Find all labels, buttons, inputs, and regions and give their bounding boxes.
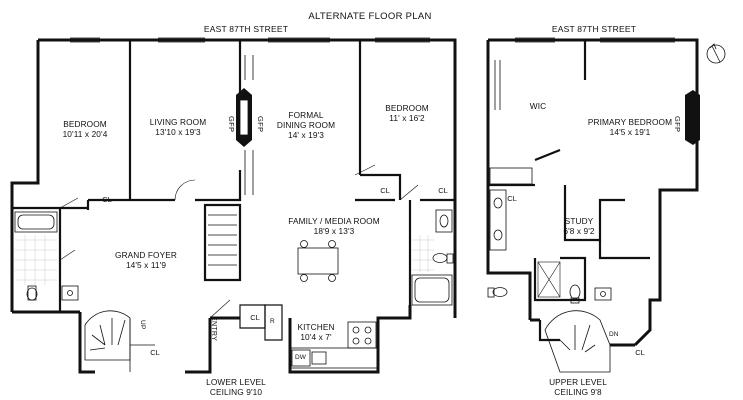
bathtub-icon bbox=[489, 167, 533, 185]
bathtub-icon bbox=[411, 274, 453, 306]
stair-up-label: UP bbox=[139, 320, 146, 330]
bath-tile-grid bbox=[15, 235, 57, 285]
street-label-left: EAST 87TH STREET bbox=[203, 24, 289, 34]
shower-icon bbox=[537, 261, 561, 298]
dining-table-icon bbox=[297, 240, 339, 282]
sink-icon bbox=[311, 351, 327, 365]
sink-icon bbox=[435, 209, 453, 233]
plan-title: ALTERNATE FLOOR PLAN bbox=[308, 11, 432, 22]
kitchen-counter bbox=[289, 321, 379, 369]
closet-label: CL bbox=[438, 186, 448, 195]
dishwasher-label: DW bbox=[295, 354, 306, 361]
closet-label: CL bbox=[507, 194, 517, 203]
stair-down-label: DN bbox=[609, 331, 619, 338]
stair-icon bbox=[208, 214, 237, 266]
toilet-icon bbox=[432, 253, 454, 264]
upper-level-walls bbox=[486, 38, 699, 347]
stair-icon bbox=[84, 310, 155, 372]
sink-icon bbox=[489, 189, 507, 251]
upper-interior-walls bbox=[488, 40, 650, 342]
compass-icon bbox=[706, 43, 726, 64]
closet-label: CL bbox=[102, 195, 112, 204]
door-swing bbox=[59, 164, 419, 319]
sink-icon bbox=[61, 285, 79, 301]
entry-label: ENTRY bbox=[210, 316, 217, 342]
room-wic: WIC bbox=[529, 101, 547, 111]
closet-label: CL bbox=[380, 186, 390, 195]
windows-lower bbox=[70, 37, 430, 195]
stair-icon bbox=[544, 310, 611, 373]
closet-label: CL bbox=[635, 348, 645, 357]
stove-icon bbox=[352, 326, 372, 345]
toilet-icon bbox=[26, 285, 38, 301]
gfp-label: GFP bbox=[227, 116, 236, 133]
fireplace-icon bbox=[685, 90, 700, 145]
closet-label: CL bbox=[150, 348, 160, 357]
windows-upper bbox=[494, 37, 675, 110]
fireplace-icon bbox=[239, 99, 249, 136]
lower-interior-walls bbox=[12, 40, 455, 312]
bathtub-icon bbox=[14, 211, 58, 233]
closet-label: CL bbox=[250, 313, 260, 322]
bath-tile-grid bbox=[412, 235, 434, 272]
street-label-right: EAST 87TH STREET bbox=[551, 24, 637, 34]
toilet-icon bbox=[487, 284, 581, 304]
sink-icon bbox=[594, 287, 612, 301]
refrigerator-label: R bbox=[270, 318, 275, 325]
gfp-label: GFP bbox=[256, 116, 265, 133]
gfp-label: GFP bbox=[673, 116, 682, 133]
